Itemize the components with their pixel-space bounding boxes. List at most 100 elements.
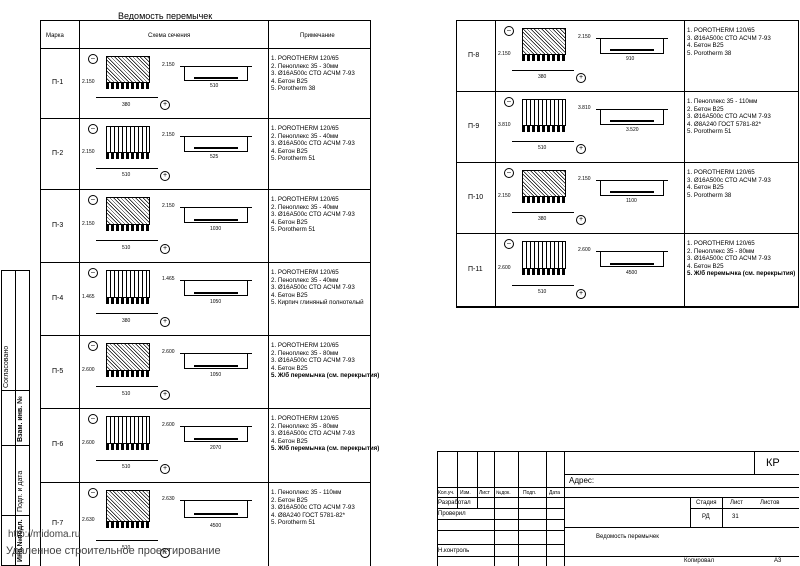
lintel-blocks: [106, 521, 150, 528]
axis-bubble: +: [160, 244, 170, 254]
axis-bubble: +: [576, 73, 586, 83]
note-line: 3. Ø16А500с СТО АСЧМ 7-93: [271, 357, 355, 365]
dimension-label: 2.600: [82, 366, 95, 373]
row-mark: П-2: [52, 149, 64, 157]
dimension-label: 510: [122, 390, 131, 397]
watermark-text: Удаленное строительное проектирование: [6, 545, 221, 557]
note-line: 1. POROTHERM 120/65: [271, 196, 339, 203]
axis-bubble: +: [160, 548, 170, 558]
note-line: 4. Бетон В25: [271, 147, 308, 155]
wall-section: [106, 270, 150, 298]
table-title: Ведомость перемычек: [118, 11, 213, 21]
axis-bubble: +: [160, 390, 170, 400]
dimension-label: 2.150: [578, 34, 591, 40]
dimension-label: 510: [538, 145, 547, 152]
axis-bubble: +: [576, 144, 586, 154]
axis-bubble: –: [504, 97, 514, 107]
axis-bubble: –: [88, 414, 98, 424]
note-line: 5. Porotherm 51: [271, 155, 316, 163]
dimension-label: 510: [122, 244, 131, 251]
note-line: 5. Porotherm 38: [271, 85, 316, 93]
dimension-label: 380: [538, 216, 547, 223]
axis-bubble: +: [160, 100, 170, 110]
wall-section: [522, 170, 566, 197]
axis-bubble: –: [88, 195, 98, 205]
lintel-profile: [184, 207, 248, 224]
dimension-label: 2.150: [498, 192, 511, 199]
note-line: 4. Ø8А240 ГОСТ 5781-82*: [271, 511, 345, 519]
dimension-label: 380: [122, 101, 131, 108]
axis-bubble: +: [160, 317, 170, 327]
note-line: 5. Porotherm 51: [271, 226, 316, 234]
lintel-blocks: [522, 269, 566, 276]
tb-col-3: №док.: [496, 490, 511, 496]
header-notes: Примечание: [300, 33, 335, 39]
note-line: 3. Ø16А500с СТО АСЧМ 7-93: [271, 140, 355, 148]
tb-code: КР: [766, 457, 780, 469]
stamp-agreed: Согласовано: [3, 345, 10, 388]
lintel-profile: [184, 66, 248, 82]
lintel-blocks: [106, 370, 150, 377]
note-line: 1. POROTHERM 120/65: [687, 169, 755, 176]
row-mark: П-9: [468, 122, 480, 130]
title-underline: [40, 20, 270, 21]
dimension-label: 2.150: [82, 78, 95, 85]
wall-section: [106, 343, 150, 371]
dimension-label: 1030: [210, 225, 222, 232]
row-mark: П-5: [52, 367, 64, 375]
note-line: 5. Ж/б перемычка (см. перекрытия): [687, 270, 796, 278]
note-line: 1. POROTHERM 120/65: [687, 27, 755, 34]
lintel-profile: [184, 426, 248, 443]
tb-address: Адрес:: [569, 476, 595, 485]
tb-col-5: Дата: [549, 490, 561, 496]
note-line: 4. Бетон В25: [271, 77, 308, 85]
lintel-profile: [184, 353, 248, 370]
note-line: 2. Пеноплекс 35 - 40мм: [271, 132, 339, 140]
dimension-label: 2.150: [498, 50, 511, 57]
tb-nkontrol: Н.контроль: [438, 548, 470, 554]
dimension-label: 1.465: [162, 276, 175, 282]
note-line: 4. Бетон В25: [271, 364, 308, 372]
note-line: 3. Ø16А500с СТО АСЧМ 7-93: [271, 211, 355, 219]
row-mark: П-4: [52, 294, 64, 302]
tb-sheet-h: Лист: [730, 500, 744, 506]
note-line: 3. Ø16А500с СТО АСЧМ 7-93: [271, 504, 355, 512]
row-mark: П-1: [52, 79, 64, 86]
tb-stage-h: Стадия: [696, 500, 717, 506]
dimension-label: 1050: [210, 371, 222, 378]
note-line: 3. Ø16А500с СТО АСЧМ 7-93: [687, 34, 771, 42]
note-line: 2. Пеноплекс 35 - 40мм: [271, 203, 339, 211]
note-line: 4. Ø8А240 ГОСТ 5781-82*: [687, 120, 761, 128]
tb-format: А3: [774, 558, 782, 564]
note-line: 1. POROTHERM 120/65: [271, 415, 339, 422]
header-mark: Марка: [46, 33, 64, 39]
stamp-sign: Подп. и дата: [17, 470, 24, 512]
stamp-inv: Взам. инв. №: [17, 396, 24, 442]
wall-section: [522, 99, 566, 126]
lintel-blocks: [106, 224, 150, 231]
tb-stage: РД: [702, 514, 710, 520]
note-line: 5. Porotherm 51: [271, 519, 316, 527]
note-line: 4. Бетон В25: [687, 184, 724, 192]
note-line: 4. Бетон В25: [271, 291, 308, 299]
note-line: 5. Кирпич глиняный полнотелый: [271, 299, 364, 307]
note-line: 1. Пеноплекс 35 - 110мм: [271, 489, 342, 496]
note-line: 2. Пеноплекс 35 - 80мм: [687, 247, 755, 255]
dimension-label: 380: [538, 74, 547, 81]
note-line: 5. Ж/б перемычка (см. перекрытия): [271, 445, 380, 453]
tb-col-2: Лист: [479, 490, 490, 496]
note-line: 5. Ж/б перемычка (см. перекрытия): [271, 372, 380, 380]
tb-col-0: Кол.уч.: [438, 490, 455, 496]
axis-bubble: +: [160, 464, 170, 474]
tb-doc-title: Ведомость перемычек: [596, 534, 659, 540]
axis-bubble: –: [88, 341, 98, 351]
tb-sheets-h: Листов: [760, 500, 780, 506]
dimension-label: 2.150: [82, 148, 95, 155]
dimension-label: 2.600: [578, 247, 591, 253]
